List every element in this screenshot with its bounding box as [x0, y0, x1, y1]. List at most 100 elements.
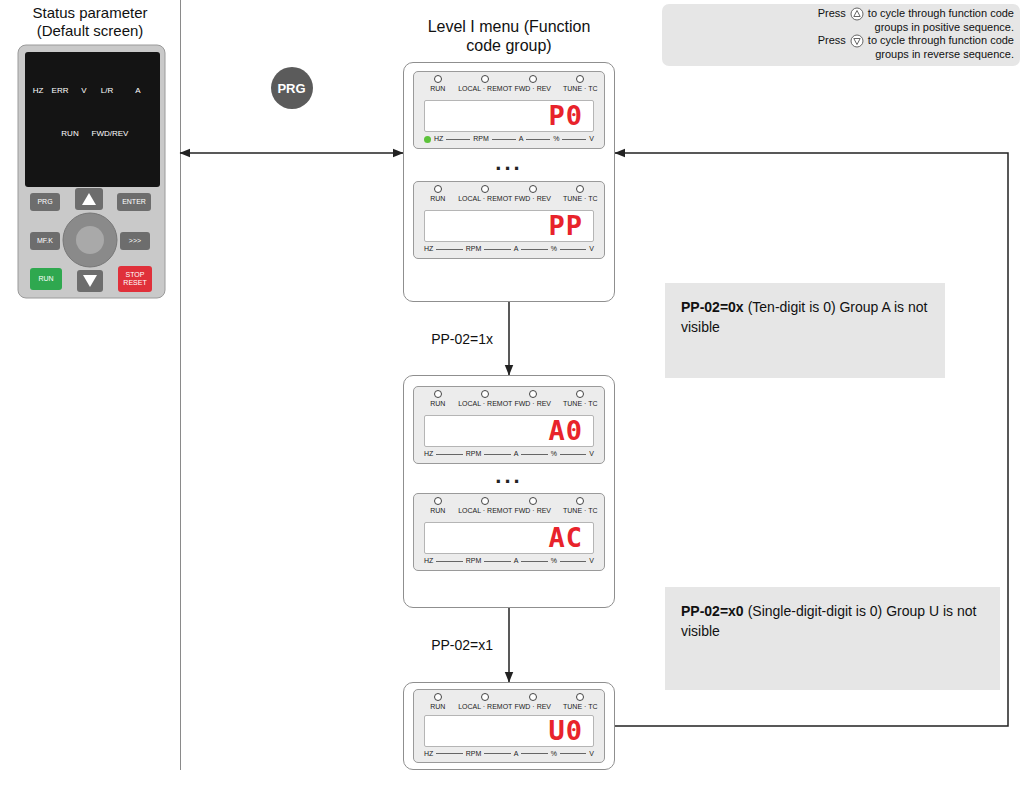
unit-rule [436, 753, 462, 754]
display-code: AC [548, 522, 583, 553]
unit-label: V [589, 556, 594, 566]
keypad-label: RUN [61, 129, 78, 138]
unit-rule [521, 454, 547, 455]
unit-rule [560, 753, 586, 754]
edge-label: PP-02=1x [429, 331, 495, 347]
indicator-label: LOCAL · REMOT [458, 701, 512, 712]
indicator-label: FWD · REV [514, 701, 551, 712]
unit-rule [492, 139, 516, 140]
indicator-label: LOCAL · REMOT [458, 505, 512, 516]
indicator-row: RUNLOCAL · REMOTFWD · REVTUNE · TC [414, 389, 604, 413]
unit-rule [484, 249, 510, 250]
indicator-cell: RUN [416, 496, 460, 516]
indicator-cell: FWD · REV [511, 496, 555, 516]
keypad-dial [63, 213, 117, 267]
indicator-led [434, 185, 442, 193]
key-icon-triangle [854, 39, 860, 45]
key-icon-triangle [854, 11, 860, 17]
indicator-cell: LOCAL · REMOT [463, 389, 507, 409]
indicator-led [576, 75, 584, 83]
display-code: PP [548, 210, 583, 241]
display-screen: P0 [424, 100, 594, 132]
unit-label: V [589, 449, 594, 459]
unit-label: % [551, 244, 557, 254]
ellipsis-mark: ... [404, 155, 614, 171]
indicator-label: TUNE · TC [563, 398, 597, 409]
indicator-cell: TUNE · TC [558, 389, 602, 409]
key-icon-ring [851, 35, 863, 47]
indicator-cell: TUNE · TC [558, 184, 602, 204]
indicator-row: RUNLOCAL · REMOTFWD · REVTUNE · TC [414, 692, 604, 713]
unit-rule [521, 753, 547, 754]
display-panel: RUNLOCAL · REMOTFWD · REVTUNE · TCU0HZRP… [413, 689, 605, 763]
unit-rule [446, 139, 470, 140]
unit-rule [484, 561, 510, 562]
keypad-label: ERR [52, 86, 69, 95]
keypad-screen [25, 52, 160, 187]
arrow-key-icon [850, 7, 864, 21]
unit-label: HZ [424, 244, 433, 254]
unit-rule [560, 249, 586, 250]
unit-rule [436, 454, 462, 455]
keypad-button [30, 232, 60, 250]
unit-label: V [589, 749, 594, 759]
indicator-cell: TUNE · TC [558, 692, 602, 712]
key-hint-row: Pressto cycle through function code grou… [788, 7, 1014, 34]
status-led [424, 136, 431, 143]
keypad-button [77, 270, 103, 292]
unit-label: % [551, 556, 557, 566]
arrow-key-icon [850, 34, 864, 48]
keypad-button [117, 193, 151, 211]
keypad-label: STOP RESET [119, 271, 151, 287]
display-code: P0 [548, 100, 583, 131]
unit-label: % [553, 134, 559, 144]
ellipsis-mark: ... [404, 468, 614, 484]
unit-label: A [519, 134, 524, 144]
indicator-cell: TUNE · TC [558, 496, 602, 516]
indicator-cell: RUN [416, 184, 460, 204]
keypad-label: L/R [101, 86, 113, 95]
unit-label: A [514, 749, 519, 759]
unit-row: HZRPMA%V [414, 747, 604, 760]
indicator-cell: FWD · REV [511, 692, 555, 712]
indicator-cell: FWD · REV [511, 74, 555, 94]
note-box: PP-02=x0(Single-digit-digit is 0) Group … [665, 587, 1000, 690]
keypad-label: MF.K [37, 237, 53, 245]
display-code: A0 [548, 415, 583, 446]
unit-label: RPM [466, 449, 482, 459]
keypad-label: RUN [38, 275, 53, 283]
display-panel: RUNLOCAL · REMOTFWD · REVTUNE · TCP0HZRP… [413, 71, 605, 149]
keypad-label: HZ [33, 86, 44, 95]
unit-label: % [551, 749, 557, 759]
display-screen: A0 [424, 415, 594, 447]
indicator-label: LOCAL · REMOT [458, 398, 512, 409]
unit-rule [521, 249, 547, 250]
keypad-label: >>> [129, 237, 141, 245]
indicator-led [576, 390, 584, 398]
indicator-led [434, 497, 442, 505]
note-box: PP-02=0x(Ten-digit is 0) Group A is not … [665, 283, 945, 378]
indicator-cell: LOCAL · REMOT [463, 184, 507, 204]
indicator-led [529, 693, 537, 701]
prg-key-circle: PRG [271, 67, 313, 109]
indicator-led [481, 497, 489, 505]
key-hint-box: Pressto cycle through function code grou… [662, 4, 1020, 66]
indicator-led [529, 497, 537, 505]
keypad-label: FWD/REV [92, 129, 129, 138]
unit-rule [484, 753, 510, 754]
indicator-row: RUNLOCAL · REMOTFWD · REVTUNE · TC [414, 496, 604, 520]
unit-label: RPM [473, 134, 489, 144]
indicator-row: RUNLOCAL · REMOTFWD · REVTUNE · TC [414, 74, 604, 98]
indicator-led [434, 693, 442, 701]
indicator-label: RUN [430, 398, 445, 409]
separator-line [180, 0, 181, 770]
keypad-label: PRG [37, 198, 52, 206]
indicator-label: FWD · REV [514, 83, 551, 94]
unit-label: HZ [424, 449, 433, 459]
unit-label: A [514, 449, 519, 459]
indicator-led [576, 693, 584, 701]
unit-row: HZRPMA%V [414, 447, 604, 461]
indicator-led [434, 75, 442, 83]
edge-label: PRG [277, 81, 305, 96]
